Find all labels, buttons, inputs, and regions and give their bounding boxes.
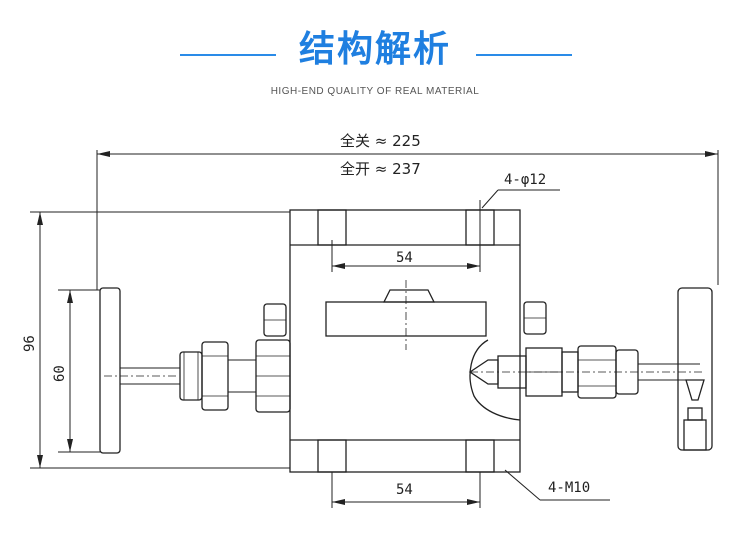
title-rule-right — [476, 54, 572, 56]
thread-callout: 4-M10 — [548, 480, 590, 496]
bottom-width-dimension: 54 — [396, 482, 413, 498]
top-width-dimension: 54 — [396, 250, 413, 266]
outer-height-dimension: 96 — [22, 335, 38, 352]
inner-height-dimension: 60 — [52, 365, 68, 382]
page-subtitle: HIGH-END QUALITY OF REAL MATERIAL — [270, 86, 480, 97]
hole-callout: 4-φ12 — [504, 172, 546, 188]
page-title: 结构解析 — [298, 29, 451, 70]
overall-open-dimension: 全开 ≈ 237 — [340, 160, 421, 178]
title-rule-left — [180, 54, 276, 56]
overall-closed-dimension: 全关 ≈ 225 — [340, 132, 421, 150]
